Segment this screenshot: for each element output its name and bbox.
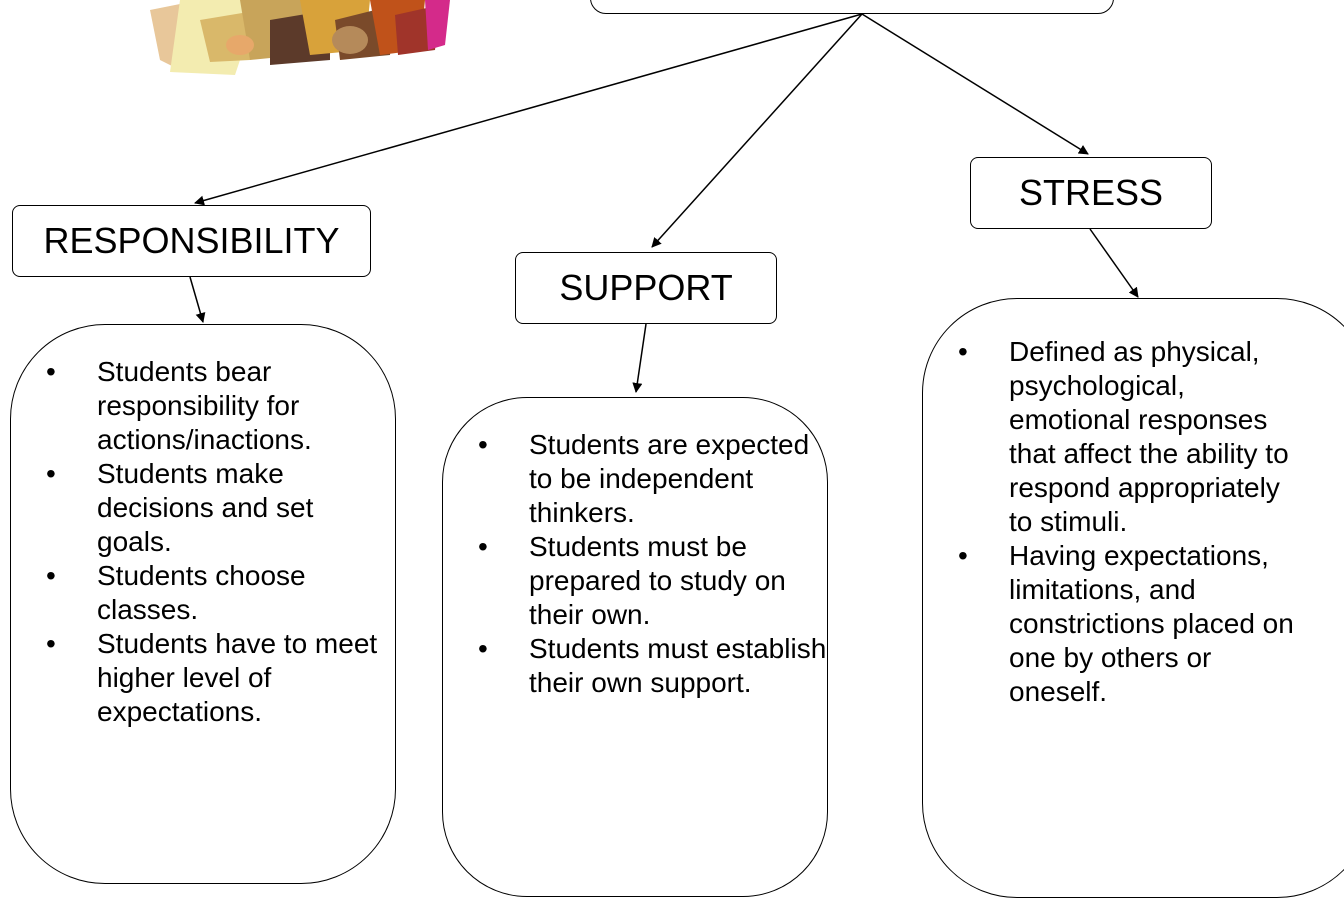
stress-label-box: STRESS xyxy=(970,157,1212,229)
students-clipart-image xyxy=(150,0,450,75)
support-label-box: SUPPORT xyxy=(515,252,777,324)
arrow-stress-to-details xyxy=(1089,228,1139,298)
responsibility-details-box: Students bear responsibility for actions… xyxy=(10,324,396,884)
stress-bullet-list: Defined as physical, psychological, emot… xyxy=(923,335,1344,709)
responsibility-bullet: Students make decisions and set goals. xyxy=(11,457,395,559)
support-bullet-list: Students are expected to be independent … xyxy=(443,428,827,700)
stress-bullet: Having expectations, limitations, and co… xyxy=(923,539,1344,709)
responsibility-bullet: Students have to meet higher level of ex… xyxy=(11,627,395,729)
stress-details-box: Defined as physical, psychological, emot… xyxy=(922,298,1344,898)
responsibility-bullet-list: Students bear responsibility for actions… xyxy=(11,355,395,729)
support-title: SUPPORT xyxy=(559,267,733,308)
responsibility-title: RESPONSIBILITY xyxy=(43,220,340,261)
stress-bullet: Defined as physical, psychological, emot… xyxy=(923,335,1344,539)
stress-title: STRESS xyxy=(1018,172,1164,213)
arrow-root-to-support xyxy=(651,13,863,248)
arrow-responsibility-to-details xyxy=(189,276,206,323)
support-details-box: Students are expected to be independent … xyxy=(442,397,828,897)
support-bullet: Students are expected to be independent … xyxy=(443,428,827,530)
arrow-root-to-stress xyxy=(861,13,1089,155)
arrow-support-to-details xyxy=(632,323,647,393)
responsibility-label-box: RESPONSIBILITY xyxy=(12,205,371,277)
responsibility-bullet: Students choose classes. xyxy=(11,559,395,627)
responsibility-bullet: Students bear responsibility for actions… xyxy=(11,355,395,457)
support-bullet: Students must establish their own suppor… xyxy=(443,632,827,700)
arrow-root-to-responsibility xyxy=(194,13,863,206)
support-bullet: Students must be prepared to study on th… xyxy=(443,530,827,632)
diagram-connectors xyxy=(189,13,1139,393)
